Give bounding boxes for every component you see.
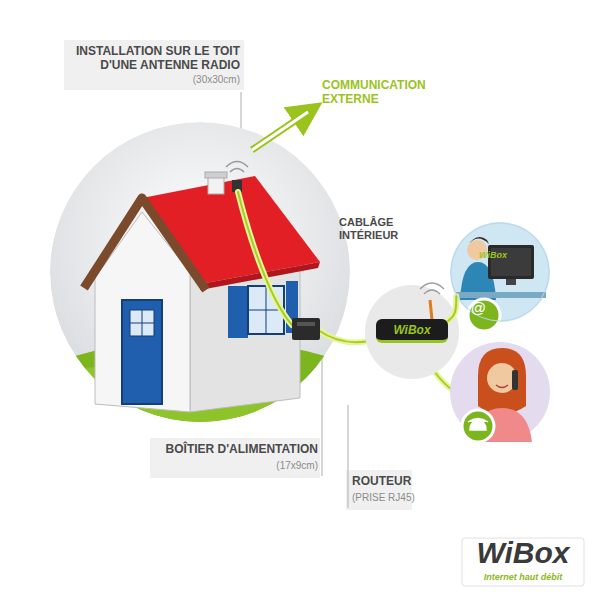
router-waves [420, 283, 444, 294]
cable-core [448, 296, 456, 321]
leader-line [321, 345, 323, 476]
antenna [226, 162, 248, 193]
callout-label: CABLÂGE INTÉRIEUR [339, 216, 419, 242]
phone-scene [450, 342, 550, 442]
circle-outline [450, 222, 550, 322]
logo-tagline: Internet haut débit [466, 572, 580, 583]
external-arrow-core [252, 112, 308, 150]
logo-wordmark: WiBox [466, 538, 580, 568]
callout-label: COMMUNICATION EXTERNE [322, 78, 462, 107]
house [84, 172, 320, 412]
external-arrow [252, 112, 308, 150]
router-circle [365, 285, 459, 379]
at-symbol: @ [471, 300, 486, 315]
computer-scene [450, 222, 550, 331]
label-ground [150, 438, 320, 478]
router-antenna [430, 300, 432, 320]
dimension-label: (17x9cm) [150, 460, 318, 472]
cable-glow [448, 296, 456, 321]
router-brand: WiBox [393, 323, 430, 337]
screen-brand: WiBox [479, 251, 507, 260]
cable-connector [448, 296, 456, 321]
house-scene [0, 122, 420, 520]
leader-line [347, 405, 349, 508]
callout-label: ROUTEUR [352, 474, 442, 488]
computer-circle: WiBox @ [450, 222, 550, 322]
circle-outline-shape [451, 223, 549, 321]
logo-frame [462, 538, 584, 586]
callout-label: BOÎTIER D'ALIMENTATION [150, 442, 318, 456]
router-box: WiBox [376, 319, 448, 343]
callout-label: INSTALLATION SUR LE TOIT D'UNE ANTENNE R… [66, 44, 240, 73]
dimension-label: (PRISE RJ45) [352, 492, 442, 504]
power-box [292, 318, 320, 340]
label-ground [64, 40, 244, 90]
dimension-label: (30x30cm) [66, 74, 240, 86]
